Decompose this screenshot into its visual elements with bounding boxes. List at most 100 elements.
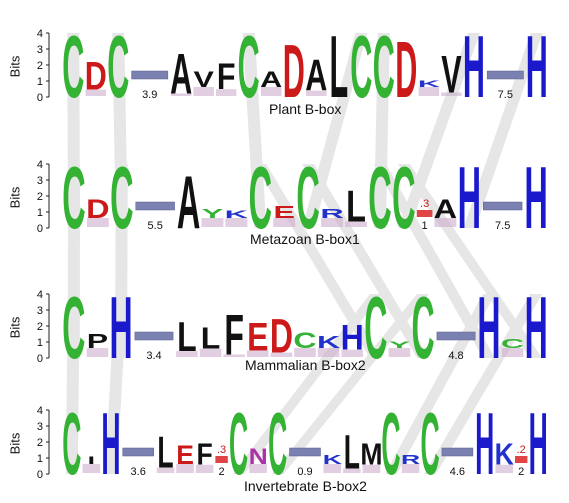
- panel-title: Metazoan B-box1: [250, 231, 360, 247]
- logo-letter-d: D: [85, 54, 107, 99]
- logo-letter-r: R: [401, 453, 420, 468]
- logo-letter-c: C: [381, 394, 400, 493]
- logo-letter-f: F: [224, 303, 244, 367]
- minor-residue-stack: [362, 464, 381, 473]
- conserved-column-connector: [104, 294, 128, 474]
- y-tick-label: 0: [37, 353, 43, 365]
- panel-title: Plant B-box: [269, 101, 342, 117]
- minor-residue-stack: [345, 221, 367, 227]
- logo-letter-l: L: [346, 183, 366, 232]
- minor-residue-stack: [306, 90, 327, 96]
- logo-letter-f: F: [196, 438, 212, 472]
- logo-letter-c: C: [364, 280, 387, 378]
- logo-letter-k: K: [323, 453, 342, 468]
- logo-letter-y: Y: [202, 207, 224, 221]
- logo-letter-c: C: [110, 150, 133, 248]
- gap-length-label: 5.5: [148, 220, 163, 232]
- logo-letter-c: C: [62, 280, 85, 378]
- minor-residue-stack: [215, 89, 237, 96]
- minor-residue-stack: [317, 348, 340, 357]
- logo-letter-k: K: [418, 79, 441, 89]
- logo-letter-p: P: [87, 330, 108, 352]
- minor-residue-stack: [170, 93, 192, 96]
- y-tick-label: 1: [37, 76, 43, 88]
- y-axis-title: Bits: [7, 55, 23, 78]
- minor-residue-stack: [418, 87, 440, 96]
- minor-residue-stack: [176, 351, 198, 357]
- minor-residue-stack: [199, 348, 222, 357]
- minor-residue-stack: [323, 464, 342, 473]
- logo-letter-c: C: [238, 17, 260, 116]
- logo-letter-k: K: [495, 438, 514, 472]
- logo-letter-l: L: [201, 321, 221, 355]
- logo-letter-c: C: [501, 337, 525, 352]
- gap-bar: [436, 331, 476, 341]
- logo-letter-c: C: [350, 17, 372, 116]
- conserved-column-connector: [271, 294, 430, 474]
- logo-letter-h: H: [526, 17, 548, 116]
- logo-letter-k: K: [317, 333, 341, 352]
- minor-residue-stack: [195, 464, 214, 473]
- logo-letter-c: C: [296, 150, 319, 248]
- logo-letter-h: H: [525, 280, 548, 378]
- logo-letter-y: Y: [389, 340, 411, 350]
- logo-letter-h: H: [463, 17, 485, 116]
- y-tick-label: 2: [37, 437, 43, 449]
- gap-length-label: 4.6: [450, 466, 465, 478]
- logo-letter-h: H: [524, 150, 547, 248]
- logo-letter-n: N: [249, 445, 268, 469]
- gap-length-label: 4.8: [448, 350, 463, 362]
- gap-length-label: 3.6: [131, 466, 146, 478]
- minor-residue-stack: [225, 218, 248, 227]
- logo-letter-c: C: [421, 394, 440, 493]
- y-tick-label: 0: [37, 469, 43, 481]
- logo-letter-f: F: [217, 56, 236, 98]
- logo-letter-a: A: [434, 195, 457, 224]
- logo-letter-l: L: [157, 428, 173, 478]
- conserved-column-connector: [65, 294, 80, 474]
- minor-residue-stack: [156, 467, 175, 473]
- conserved-column-connector: [302, 164, 430, 358]
- conserved-column-connector: [463, 33, 543, 228]
- y-tick-label: 4: [37, 289, 43, 301]
- logo-letter-h: H: [109, 280, 132, 378]
- y-tick-label: 3: [37, 305, 43, 317]
- logo-letter-e: E: [273, 202, 295, 222]
- insertion-bar: [515, 456, 528, 463]
- insertion-frequency-label: .3: [420, 198, 429, 210]
- logo-letter-h: H: [477, 280, 500, 378]
- logo-letter-c: C: [107, 17, 129, 116]
- logo-letter-c: C: [412, 280, 435, 378]
- conserved-column-connector: [232, 294, 382, 474]
- logo-letter-c: C: [373, 17, 395, 116]
- y-tick-label: 2: [37, 60, 43, 72]
- y-tick-label: 3: [37, 421, 43, 433]
- minor-residue-stack: [434, 218, 457, 227]
- logo-letter-h: H: [458, 150, 481, 248]
- minor-residue-stack: [86, 348, 109, 357]
- insertion-frequency-label: .2: [517, 444, 526, 456]
- minor-residue-stack: [388, 348, 411, 357]
- logo-letter-d: D: [270, 309, 293, 363]
- logo-letter-c: C: [293, 328, 316, 353]
- gap-bar: [122, 447, 154, 457]
- y-tick-label: 0: [37, 223, 43, 235]
- y-axis-title: Bits: [7, 186, 23, 209]
- minor-residue-stack: [401, 464, 420, 473]
- conserved-column-connector: [397, 164, 543, 358]
- logo-letter-r: R: [320, 207, 344, 221]
- minor-residue-stack: [495, 464, 514, 473]
- minor-residue-stack: [341, 349, 364, 357]
- logo-letter-a: A: [260, 67, 282, 92]
- minor-residue-stack: [321, 218, 344, 227]
- minor-residue-stack: [176, 464, 194, 473]
- insertion-frequency-label: .3: [217, 444, 226, 456]
- gap-bar: [134, 331, 174, 341]
- logo-letter-c: C: [62, 394, 81, 493]
- logo-letter-c: C: [392, 150, 415, 248]
- gap-bar: [441, 447, 474, 457]
- panel-title: Invertebrate B-box2: [244, 478, 367, 494]
- logo-letter-h: H: [101, 394, 120, 493]
